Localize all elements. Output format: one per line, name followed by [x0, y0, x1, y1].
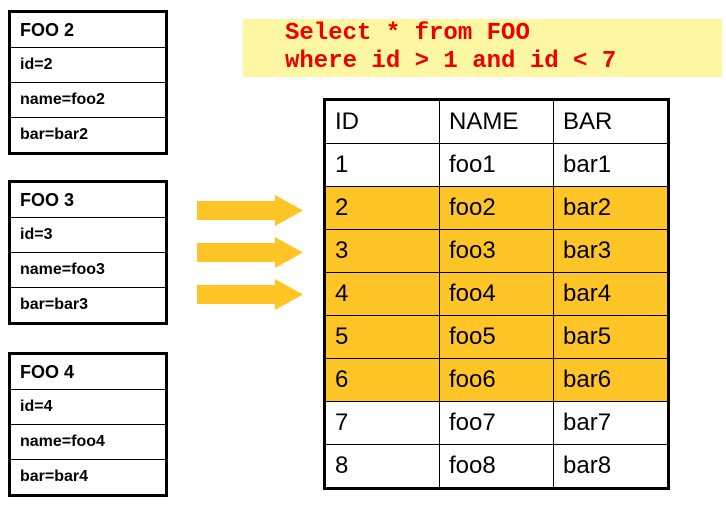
- table-cell: bar3: [553, 229, 669, 273]
- object-box-foo2: FOO 2 id=2 name=foo2 bar=bar2: [8, 10, 168, 155]
- table-row: 1 foo1 bar1: [324, 143, 669, 187]
- object-field-name: name=foo3: [11, 252, 165, 287]
- table-cell: bar1: [553, 143, 669, 187]
- table-cell: foo1: [439, 143, 554, 187]
- table-cell: foo5: [439, 315, 554, 359]
- table-cell: foo3: [439, 229, 554, 273]
- object-field-bar: bar=bar3: [11, 287, 165, 322]
- table-cell: 6: [324, 358, 440, 402]
- table-cell: bar2: [553, 186, 669, 230]
- table-cell: 2: [324, 186, 440, 230]
- object-field-id: id=4: [11, 389, 165, 424]
- object-field-id: id=2: [11, 47, 165, 82]
- right-arrow-icon: [197, 279, 303, 310]
- sql-query-banner: Select * from FOO where id > 1 and id < …: [243, 19, 722, 77]
- object-field-bar: bar=bar2: [11, 117, 165, 152]
- sql-query-line-1: Select * from FOO: [285, 20, 530, 47]
- right-arrow-icon: [197, 195, 303, 226]
- table-cell: 1: [324, 143, 440, 187]
- table-cell: bar6: [553, 358, 669, 402]
- object-title: FOO 4: [20, 361, 75, 382]
- table-cell: 8: [324, 444, 440, 489]
- object-field-id: id=3: [11, 217, 165, 252]
- table-cell: bar5: [553, 315, 669, 359]
- table-row: 7 foo7 bar7: [324, 401, 669, 445]
- object-box-foo3: FOO 3 id=3 name=foo3 bar=bar3: [8, 180, 168, 325]
- table-cell: foo4: [439, 272, 554, 316]
- result-table: ID NAME BAR 1 foo1 bar1 2 foo2 bar2 3 fo…: [323, 98, 670, 490]
- object-field-name: name=foo2: [11, 82, 165, 117]
- sql-query-line-2: where id > 1 and id < 7: [285, 48, 617, 75]
- table-cell: 7: [324, 401, 440, 445]
- object-title: FOO 2: [20, 19, 75, 40]
- column-header-id: ID: [324, 99, 440, 144]
- right-arrow-icon: [197, 237, 303, 268]
- table-cell: foo7: [439, 401, 554, 445]
- table-row-highlighted: 2 foo2 bar2: [324, 186, 669, 230]
- table-row-highlighted: 6 foo6 bar6: [324, 358, 669, 402]
- table-row: 8 foo8 bar8: [324, 444, 669, 489]
- table-cell: 4: [324, 272, 440, 316]
- object-box-foo4: FOO 4 id=4 name=foo4 bar=bar4: [8, 352, 168, 497]
- object-field-name: name=foo4: [11, 424, 165, 459]
- table-cell: foo8: [439, 444, 554, 489]
- table-row-highlighted: 3 foo3 bar3: [324, 229, 669, 273]
- table-row-highlighted: 5 foo5 bar5: [324, 315, 669, 359]
- table-cell: bar8: [553, 444, 669, 489]
- table-cell: 5: [324, 315, 440, 359]
- column-header-name: NAME: [439, 99, 554, 144]
- table-cell: 3: [324, 229, 440, 273]
- column-header-bar: BAR: [553, 99, 669, 144]
- object-field-bar: bar=bar4: [11, 459, 165, 494]
- table-cell: bar7: [553, 401, 669, 445]
- table-cell: foo6: [439, 358, 554, 402]
- table-cell: foo2: [439, 186, 554, 230]
- table-row-highlighted: 4 foo4 bar4: [324, 272, 669, 316]
- table-header-row: ID NAME BAR: [324, 99, 669, 144]
- table-cell: bar4: [553, 272, 669, 316]
- object-title: FOO 3: [20, 189, 75, 210]
